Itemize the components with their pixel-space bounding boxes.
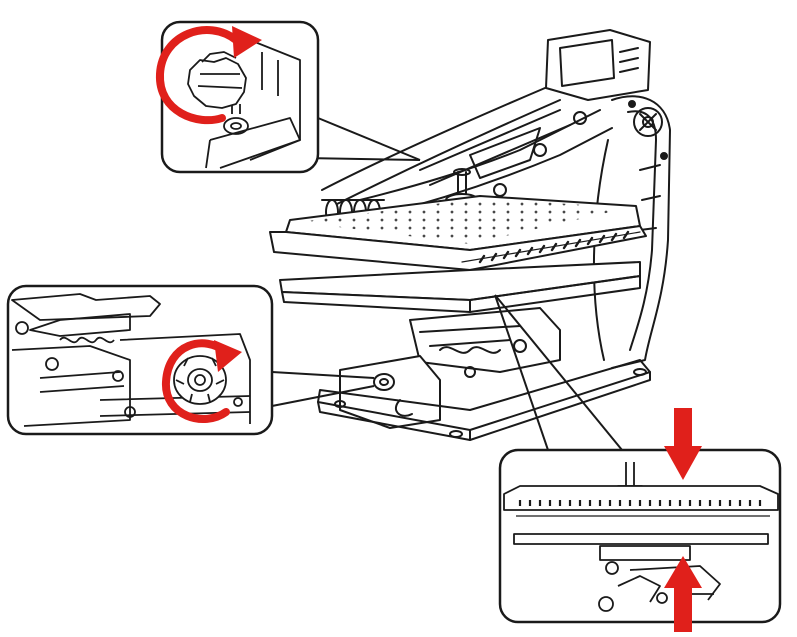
platen-vent-slots bbox=[478, 230, 630, 264]
base-mechanism bbox=[317, 307, 651, 441]
lever-arms bbox=[321, 87, 613, 216]
inset-platen-gap bbox=[498, 408, 782, 632]
arrow-down-icon bbox=[664, 408, 702, 480]
rotate-arrowhead bbox=[232, 26, 262, 58]
rotate-clockwise-icon bbox=[161, 339, 230, 423]
inset-pressure-knob bbox=[155, 20, 320, 174]
vent-slot-row bbox=[518, 500, 762, 506]
rear-frame bbox=[592, 95, 671, 369]
upper-platen bbox=[269, 195, 647, 271]
rotate-arrowhead bbox=[214, 340, 242, 372]
leader-lines bbox=[271, 117, 623, 451]
lower-platen bbox=[279, 261, 641, 313]
arrow-up-icon bbox=[664, 556, 702, 632]
heat-press-machine bbox=[269, 29, 671, 441]
rotate-clockwise-icon bbox=[155, 26, 240, 125]
control-panel bbox=[545, 29, 651, 101]
inset-lower-knob bbox=[6, 284, 274, 436]
